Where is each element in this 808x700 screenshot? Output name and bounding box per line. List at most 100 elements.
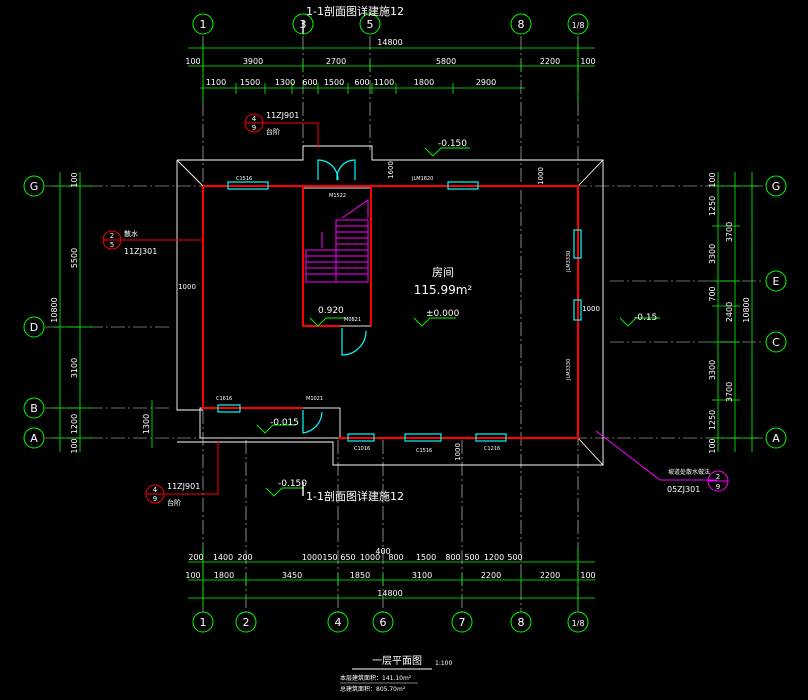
dim: 1250 bbox=[708, 196, 717, 216]
dim: 1500 bbox=[240, 78, 260, 87]
drawing-title: 一层平面图 bbox=[372, 655, 422, 667]
dim: 100 bbox=[580, 57, 595, 66]
dim: 200 bbox=[237, 553, 252, 562]
opening-label: JLM3330 bbox=[566, 251, 572, 273]
grid-label-bottom: 4 bbox=[335, 616, 342, 629]
svg-text:5: 5 bbox=[110, 241, 114, 249]
drawing-title-block: 一层平面图 1:100 本层建筑面积：141.10m² 总建筑面积：805.70… bbox=[340, 655, 452, 693]
walls bbox=[202, 185, 579, 439]
svg-text:11ZJ901: 11ZJ901 bbox=[167, 482, 200, 491]
svg-text:11ZJ901: 11ZJ901 bbox=[266, 111, 299, 120]
grid-label-top: 8 bbox=[518, 18, 525, 31]
dim: 2200 bbox=[481, 571, 501, 580]
opening-label: M0821 bbox=[344, 317, 361, 323]
dim: 1200 bbox=[70, 414, 79, 434]
grid-lines bbox=[45, 36, 763, 612]
dim: 5800 bbox=[436, 57, 456, 66]
dim: 2900 bbox=[476, 78, 496, 87]
section-label-top: 1-1剖面图详建施12 bbox=[306, 4, 404, 18]
dim: 2200 bbox=[540, 571, 560, 580]
grid-bubbles-left bbox=[23, 175, 45, 449]
grid-label-left: D bbox=[30, 321, 38, 334]
area-note: 本层建筑面积：141.10m² bbox=[340, 674, 412, 682]
dim: 2700 bbox=[326, 57, 346, 66]
grid-label-left: A bbox=[30, 432, 38, 445]
svg-text:9: 9 bbox=[153, 495, 157, 503]
grid-label-top: 1 bbox=[200, 18, 207, 31]
elevation: ±0.000 bbox=[426, 309, 460, 319]
dim: 400 bbox=[375, 547, 390, 556]
svg-text:11ZJ301: 11ZJ301 bbox=[124, 247, 157, 256]
dim: 200 bbox=[188, 553, 203, 562]
grid-label-right: G bbox=[772, 180, 781, 193]
grid-label-bottom: 2 bbox=[243, 616, 250, 629]
dim-text-right: 100 1250 3300 700 3300 1250 100 3700 240… bbox=[708, 172, 751, 453]
dim-text-left: 10800 100 5500 3100 1200 100 1300 bbox=[50, 172, 151, 453]
dim: 1250 bbox=[708, 410, 717, 430]
dim: 650 bbox=[340, 553, 355, 562]
grid-label-bottom: 8 bbox=[518, 616, 525, 629]
svg-text:台阶: 台阶 bbox=[167, 498, 181, 507]
dim: 700 bbox=[708, 286, 717, 301]
dim-text-bottom: 400 200 1400 200 1000 150 650 1000 800 1… bbox=[185, 547, 595, 598]
opening-label: C1216 bbox=[484, 446, 500, 452]
callout-3: 4 9 11ZJ901 台阶 bbox=[145, 482, 200, 507]
dim: 100 bbox=[708, 172, 717, 187]
dim: 3900 bbox=[243, 57, 263, 66]
grid-label-bottom: 6 bbox=[380, 616, 387, 629]
dim: 3700 bbox=[725, 222, 734, 242]
elevation: 0.920 bbox=[318, 306, 344, 316]
dim: 500 bbox=[507, 553, 522, 562]
room-area: 115.99m² bbox=[414, 283, 473, 297]
dim: 100 bbox=[70, 438, 79, 453]
dim: 600 bbox=[354, 78, 369, 87]
dim: 3300 bbox=[708, 360, 717, 380]
dim: 1000 bbox=[454, 443, 462, 461]
callout-2: 2 5 散水 11ZJ301 bbox=[102, 229, 157, 256]
svg-text:散水: 散水 bbox=[124, 229, 138, 238]
dimension-lines bbox=[54, 43, 758, 608]
dim: 800 bbox=[445, 553, 460, 562]
grid-bubbles-top bbox=[192, 13, 589, 35]
opening-label: C1616 bbox=[216, 396, 232, 402]
dim: 1500 bbox=[324, 78, 344, 87]
svg-text:2: 2 bbox=[716, 473, 720, 481]
inner-dims: 1600 1000 1000 1000 1000 bbox=[178, 161, 600, 461]
grid-label-bottom: 1/8 bbox=[572, 619, 585, 628]
dim: 2200 bbox=[540, 57, 560, 66]
grid-labels: 1 3 5 8 1/8 1 2 4 6 7 8 1/8 G D B A G E … bbox=[30, 18, 781, 629]
svg-text:9: 9 bbox=[252, 124, 256, 132]
dim: 100 bbox=[70, 172, 79, 187]
dim: 1300 bbox=[275, 78, 295, 87]
dim: 500 bbox=[464, 553, 479, 562]
dim: 3700 bbox=[725, 382, 734, 402]
dim: 100 bbox=[708, 438, 717, 453]
building-outline bbox=[176, 145, 604, 466]
windows bbox=[217, 159, 582, 442]
grid-label-bottom: 7 bbox=[459, 616, 466, 629]
dim: 3300 bbox=[708, 244, 717, 264]
dim: 1400 bbox=[213, 553, 233, 562]
svg-text:4: 4 bbox=[252, 115, 257, 123]
dim-total: 14800 bbox=[377, 38, 402, 47]
dim-total: 14800 bbox=[377, 589, 402, 598]
svg-text:坡道处散水做法: 坡道处散水做法 bbox=[668, 468, 710, 476]
dim: 800 bbox=[388, 553, 403, 562]
opening-label: C1516 bbox=[236, 176, 252, 182]
dim: 5500 bbox=[70, 248, 79, 268]
dim: 1600 bbox=[387, 161, 395, 179]
grid-label-top: 1/8 bbox=[572, 21, 585, 30]
stair bbox=[305, 199, 369, 283]
dim: 3450 bbox=[282, 571, 302, 580]
dim: 3100 bbox=[412, 571, 432, 580]
area-note: 总建筑面积：805.70m² bbox=[340, 685, 406, 693]
dim: 100 bbox=[580, 571, 595, 580]
dim: 100 bbox=[185, 57, 200, 66]
grid-label-top: 5 bbox=[367, 18, 374, 31]
callout-leaders bbox=[121, 122, 717, 495]
grid-label-left: G bbox=[30, 180, 39, 193]
elevation: -0.150 bbox=[278, 479, 307, 489]
opening-labels: C1516 JLM1820 M1522 JLM3330 JLM3330 M082… bbox=[216, 176, 572, 454]
svg-text:9: 9 bbox=[716, 483, 720, 491]
dim-total: 10800 bbox=[742, 297, 751, 322]
